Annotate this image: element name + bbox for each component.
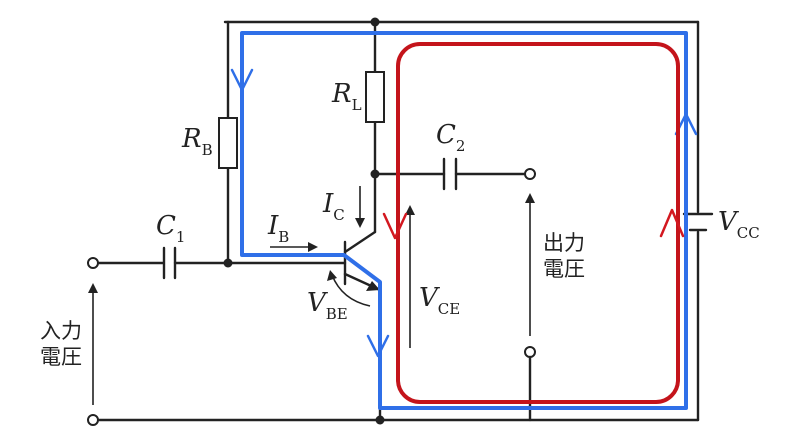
transistor <box>343 230 382 292</box>
emitter-arrow-icon <box>366 281 380 291</box>
junctions <box>223 17 385 425</box>
battery-vcc <box>682 212 714 232</box>
output-terminal-top <box>524 168 536 180</box>
ic-arrow-icon <box>355 218 365 228</box>
chevron-down-icon <box>230 68 254 92</box>
ib-arrow-icon <box>308 242 318 252</box>
output-terminal-bottom <box>524 346 536 358</box>
label-vbe: VBE <box>307 288 348 323</box>
capacitor-c1 <box>162 246 177 280</box>
chevron-up-icon <box>659 208 685 238</box>
label-c2: C2 <box>436 120 465 155</box>
blue-direction-chevrons <box>230 68 698 358</box>
input-terminal-top <box>87 257 99 269</box>
vce-arrow-icon <box>405 205 415 215</box>
label-ib: IB <box>267 211 289 246</box>
capacitor-c2 <box>442 157 458 191</box>
output-voltage-line2: 電圧 <box>543 257 585 281</box>
output-voltage-line1: 出力 <box>543 231 585 255</box>
label-c1: C1 <box>156 211 185 246</box>
chevron-down-icon <box>366 334 390 358</box>
label-vce: VCE <box>419 283 460 318</box>
junction-dot <box>375 415 385 425</box>
label-rb: RB <box>181 124 213 159</box>
output-arrow-icon <box>525 193 535 203</box>
measurement-arrows <box>88 186 535 405</box>
input-voltage-line2: 電圧 <box>40 345 82 369</box>
vbe-curve <box>331 274 371 307</box>
voltage-labels: 入力 電圧 出力 電圧 <box>40 231 585 369</box>
label-vcc: VCC <box>718 207 760 242</box>
blue-loop <box>240 31 688 410</box>
red-loop <box>396 42 680 404</box>
red-direction-chevrons <box>382 208 685 240</box>
vbe-arrow-icon <box>327 270 337 281</box>
junction-dot <box>370 17 380 27</box>
input-terminal-bottom <box>87 414 99 426</box>
label-ic: IC <box>322 189 345 224</box>
resistor-rb <box>218 117 238 169</box>
chevron-down-icon <box>382 212 408 240</box>
resistor-rl <box>365 71 385 123</box>
input-arrow-icon <box>88 283 98 293</box>
junction-dot <box>223 258 233 268</box>
component-labels: RB RL C1 C2 IC IB VBE VCE VCC <box>156 79 760 323</box>
junction-dot <box>370 169 380 179</box>
input-voltage-line1: 入力 <box>40 319 82 343</box>
label-rl: RL <box>331 79 362 114</box>
